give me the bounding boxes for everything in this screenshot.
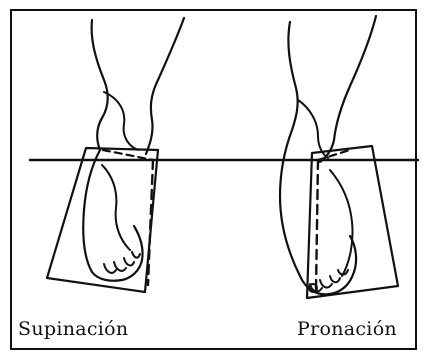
right-foot <box>280 16 398 298</box>
left-toes <box>104 252 140 273</box>
right-leg-back <box>280 22 300 276</box>
left-dashed-top <box>103 150 153 160</box>
pronation-label: Pronación <box>297 318 397 340</box>
right-leg-front <box>320 16 376 162</box>
right-ankle-line <box>298 100 328 158</box>
left-ankle-line <box>104 92 138 150</box>
right-arch-line <box>330 170 353 276</box>
supination-label: Supinación <box>18 318 128 340</box>
right-dashed-axis <box>316 160 318 290</box>
left-tilt-frame <box>47 148 158 292</box>
left-arch-line <box>102 165 130 250</box>
left-foot <box>47 18 184 292</box>
left-leg-front <box>146 18 184 154</box>
left-leg-back <box>83 20 107 272</box>
left-sole <box>92 226 143 281</box>
